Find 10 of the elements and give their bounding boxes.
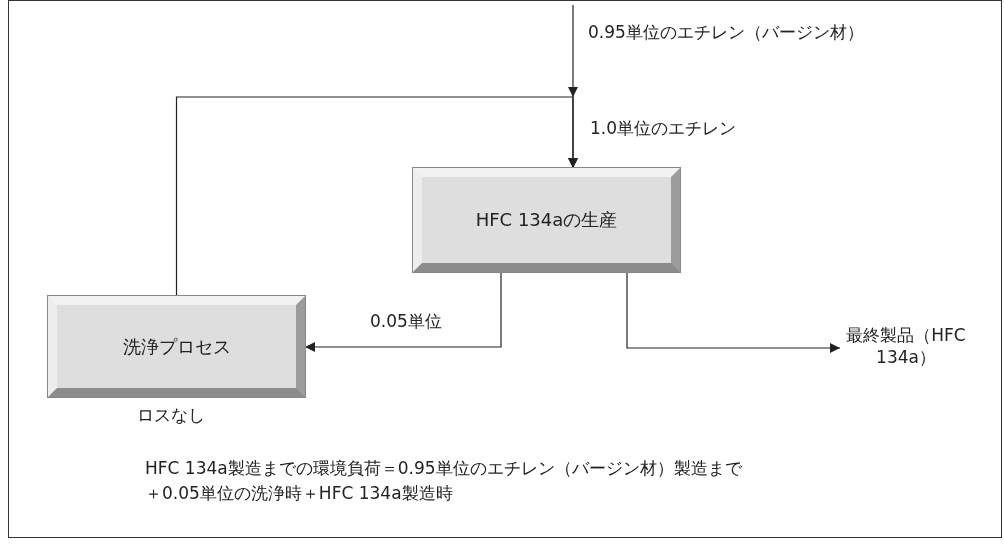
flow-label: 1.0単位のエチレン (590, 118, 737, 139)
arrow (175, 96, 578, 297)
edge-label: 0.05単位 (370, 311, 442, 332)
process-box: 洗浄プロセス (48, 296, 305, 397)
note-text: HFC 134a製造までの環境負荷＝0.95単位のエチレン（バージン材）製造まで＋0.05単位の洗浄時＋HFC 134a製造時 (145, 457, 743, 505)
process-box: HFC 134aの生産 (413, 168, 680, 272)
output-label: 最終製品（HFC 134a） (846, 324, 966, 369)
arrow (626, 271, 841, 353)
node-caption: ロスなし (136, 405, 205, 426)
arrow (304, 271, 502, 352)
